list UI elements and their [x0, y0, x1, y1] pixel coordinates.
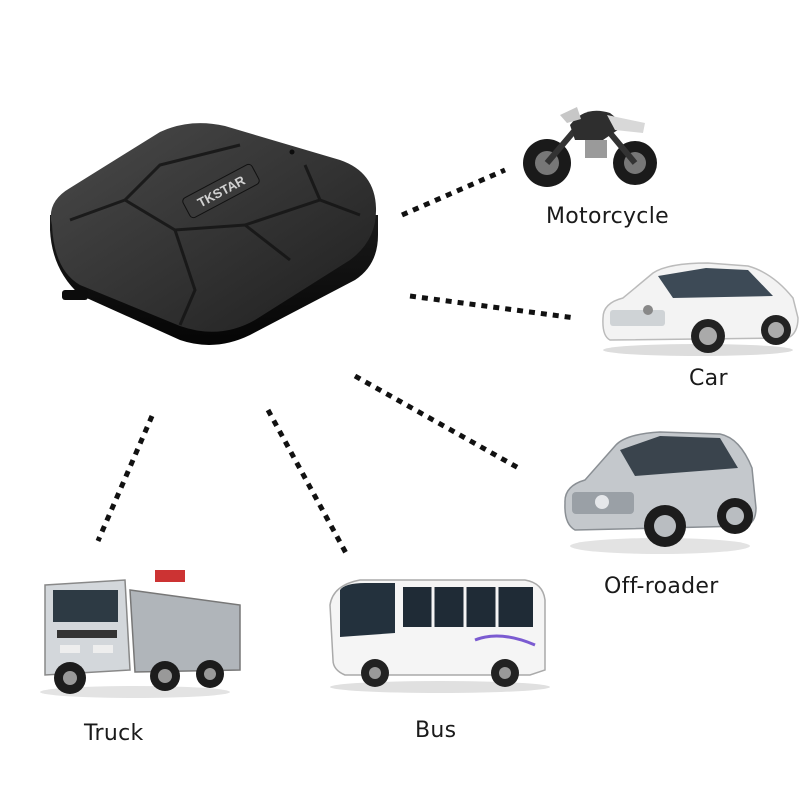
connector-bus [265, 408, 350, 557]
suv-icon [564, 431, 757, 554]
label-bus: Bus [415, 718, 457, 743]
gps-tracker-icon: TKSTAR [50, 123, 378, 345]
connector-truck [95, 415, 155, 542]
label-car: Car [689, 366, 728, 391]
car-icon [602, 262, 799, 356]
truck-icon [40, 570, 241, 698]
connector-car [409, 293, 576, 321]
motorcycle-icon [523, 107, 657, 187]
label-truck: Truck [84, 721, 144, 746]
label-motorcycle: Motorcycle [546, 204, 669, 229]
label-offroader: Off-roader [604, 574, 719, 599]
bus-icon [329, 579, 550, 693]
connector-motorcycle [400, 167, 507, 218]
connector-offroader [353, 373, 524, 473]
